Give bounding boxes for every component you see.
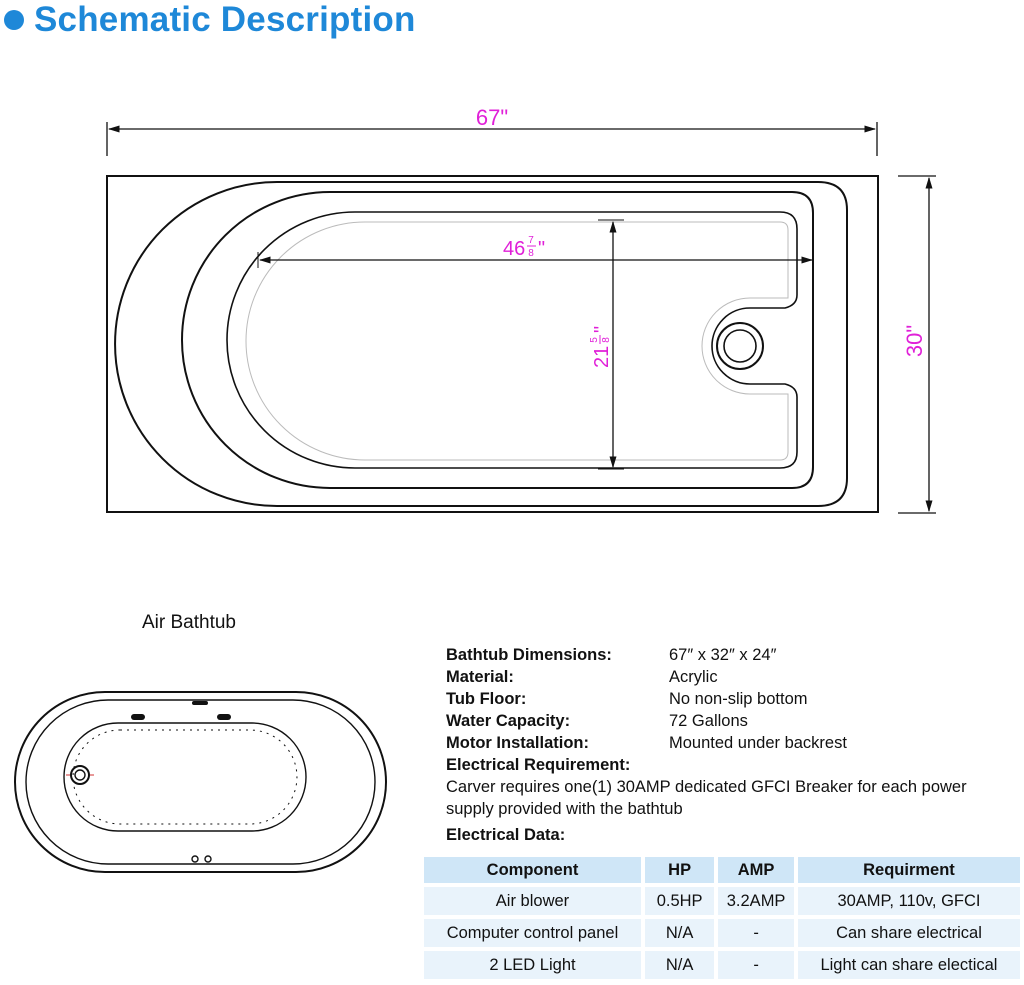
spec-key: Bathtub Dimensions: (446, 646, 612, 664)
spec-key: Motor Installation: (446, 734, 589, 752)
basin-outer-outline (181, 191, 814, 489)
length-dimension: 67" (106, 105, 878, 156)
svg-text:21: 21 (591, 346, 613, 368)
svg-text:7: 7 (528, 235, 534, 246)
spec-key: Tub Floor: (446, 690, 527, 708)
width-dimension: 30" (898, 175, 936, 514)
page-header: Schematic Description (4, 0, 416, 42)
table-cell: 3.2AMP (718, 887, 794, 915)
tub-rim-outline (114, 181, 848, 507)
table-cell: 2 LED Light (424, 951, 641, 979)
spec-row: Tub Floor: No non-slip bottom (446, 688, 1016, 710)
bullet-dot-icon (4, 10, 24, 30)
spec-value: Acrylic (669, 668, 718, 686)
table-cell: - (718, 951, 794, 979)
table-row: Computer control panel N/A - Can share e… (424, 919, 1020, 947)
electrical-data-heading: Electrical Data: (446, 826, 566, 844)
table-cell: Computer control panel (424, 919, 641, 947)
table-cell: N/A (644, 919, 715, 947)
electrical-requirement-heading: Electrical Requirement: (446, 756, 631, 774)
basin-floor-outline (226, 211, 798, 469)
spec-value: No non-slip bottom (669, 690, 808, 708)
length-label: 67" (476, 105, 508, 130)
table-header-row: Component HP AMP Requirment (424, 857, 1020, 883)
specs-list: Bathtub Dimensions: 67″ x 32″ x 24″ Mate… (446, 644, 1016, 820)
air-bathtub-drain-icon (70, 765, 90, 785)
column-header: Component (424, 857, 641, 883)
column-header: Requirment (797, 857, 1020, 883)
electrical-requirement-text: Carver requires one(1) 30AMP dedicated G… (446, 778, 967, 818)
table-cell: Can share electrical (797, 919, 1020, 947)
svg-text:": " (538, 238, 545, 260)
inner-length-dimension: 46 7 8 " (257, 235, 814, 268)
column-header: AMP (718, 857, 794, 883)
spec-row: Water Capacity: 72 Gallons (446, 710, 1016, 732)
inner-width-dimension: 21 5 8 " (589, 219, 624, 470)
table-cell: Light can share electical (797, 951, 1020, 979)
air-bathtub-label: Air Bathtub (142, 612, 236, 633)
table-cell: 0.5HP (644, 887, 715, 915)
spec-value: 67″ x 32″ x 24″ (669, 646, 777, 664)
air-bathtub-drawing (14, 691, 387, 873)
drain-outer-icon (716, 322, 764, 370)
spec-value: 72 Gallons (669, 712, 748, 730)
tub-outer-outline (106, 175, 879, 513)
spec-row: Bathtub Dimensions: 67″ x 32″ x 24″ (446, 644, 1016, 666)
table-cell: 30AMP, 110v, GFCI (797, 887, 1020, 915)
svg-text:": " (591, 326, 613, 333)
table-cell: Air blower (424, 887, 641, 915)
table-cell: - (718, 919, 794, 947)
spec-row: Material: Acrylic (446, 666, 1016, 688)
page-title: Schematic Description (34, 0, 416, 39)
spec-row: Motor Installation: Mounted under backre… (446, 732, 1016, 754)
column-header: HP (644, 857, 715, 883)
spec-key: Water Capacity: (446, 712, 571, 730)
spec-key: Material: (446, 668, 514, 686)
svg-text:46: 46 (503, 238, 525, 260)
drain-inner-icon (723, 329, 757, 363)
svg-text:8: 8 (528, 248, 534, 259)
svg-text:8: 8 (601, 337, 612, 343)
electrical-data-table: Component HP AMP Requirment Air blower 0… (420, 853, 1024, 983)
table-row: Air blower 0.5HP 3.2AMP 30AMP, 110v, GFC… (424, 887, 1020, 915)
svg-text:5: 5 (589, 337, 600, 343)
spec-value: Mounted under backrest (669, 734, 847, 752)
table-row: 2 LED Light N/A - Light can share electi… (424, 951, 1020, 979)
width-label: 30" (902, 325, 927, 357)
table-cell: N/A (644, 951, 715, 979)
